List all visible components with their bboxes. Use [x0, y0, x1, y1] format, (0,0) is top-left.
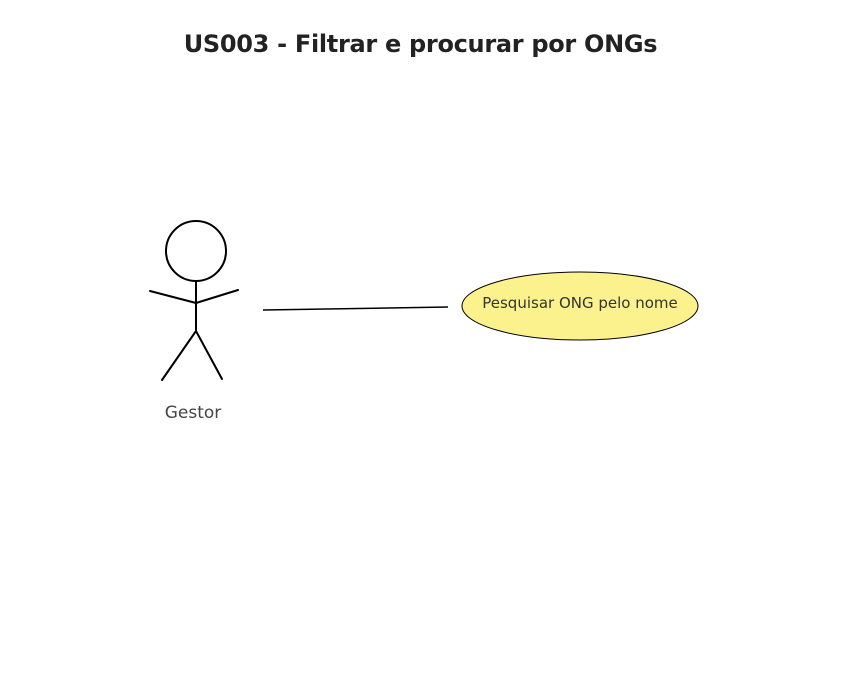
usecase-pesquisar-ong[interactable]	[461, 271, 699, 341]
usecase-label: Pesquisar ONG pelo nome	[482, 294, 678, 312]
actor-arm-right	[195, 289, 239, 304]
diagram-title: US003 - Filtrar e procurar por ONGs	[183, 30, 658, 58]
association-line[interactable]	[262, 306, 449, 311]
actor-arm-left	[149, 290, 197, 304]
actor-head	[165, 220, 227, 282]
actor-leg-right	[195, 330, 223, 380]
actor-label: Gestor	[164, 403, 222, 423]
actor-gestor[interactable]	[149, 220, 239, 381]
actor-leg-left	[161, 330, 197, 381]
